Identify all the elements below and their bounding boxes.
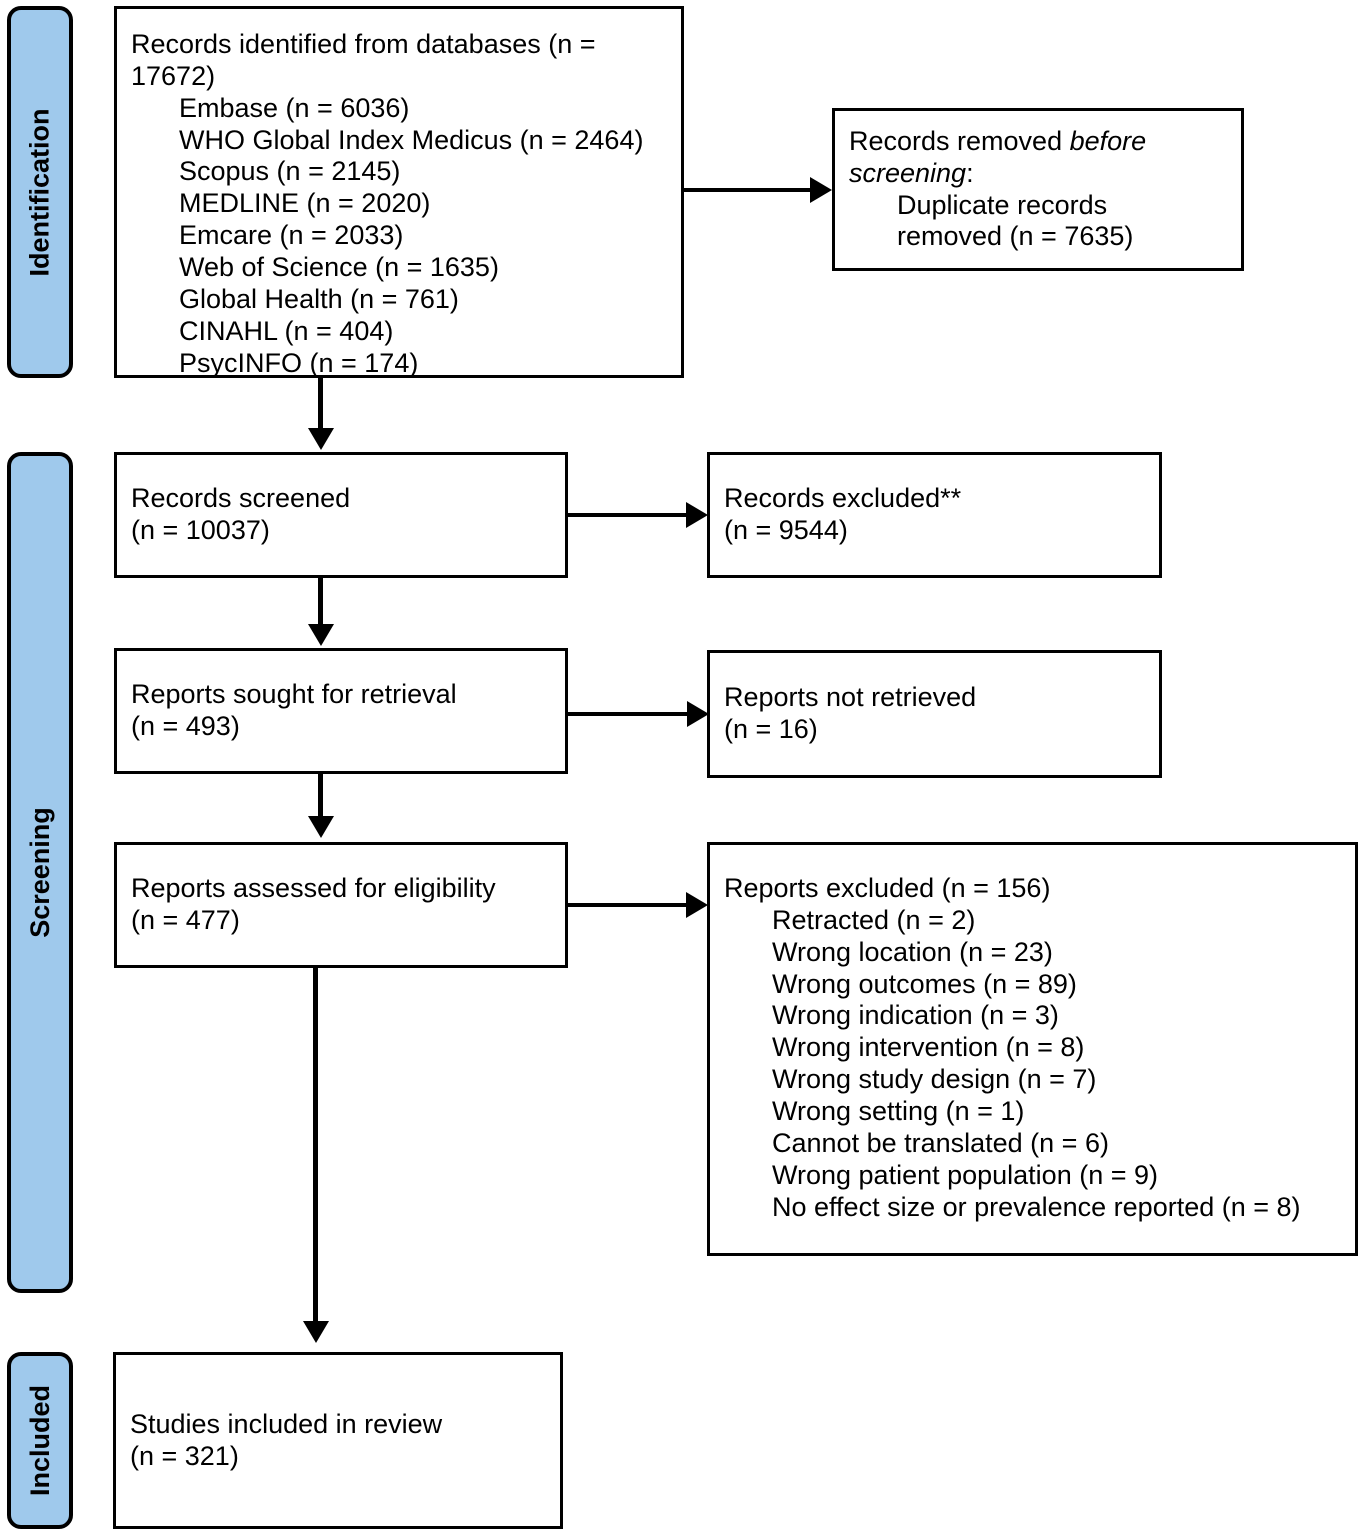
- duplicate-records-line2: removed (n = 7635): [897, 221, 1134, 252]
- stage-bar-identification: Identification: [7, 6, 73, 378]
- reason-no-effect-size-or-prevalence: No effect size or prevalence reported (n…: [772, 1191, 1301, 1222]
- reports-excluded-title: Reports excluded (n = 156): [724, 873, 1051, 903]
- reports-excluded-text: Reports excluded (n = 156) Retracted (n …: [724, 873, 1341, 1223]
- records-identified-title: Records identified from databases (n =: [131, 29, 596, 59]
- records-removed-line2-plain: :: [966, 157, 974, 188]
- records-screened-line2: (n = 10037): [131, 515, 270, 545]
- records-screened-line1: Records screened: [131, 483, 351, 514]
- stage-label-screening: Screening: [24, 807, 55, 938]
- box-studies-included-in-review: Studies included in review (n = 321): [113, 1352, 563, 1529]
- box-records-identified: Records identified from databases (n = 1…: [114, 6, 684, 378]
- arrowhead-sought-to-assessed: [308, 816, 334, 838]
- reports-not-retrieved-line1: Reports not retrieved: [724, 682, 977, 713]
- studies-included-line2: (n = 321): [130, 1440, 239, 1471]
- reason-wrong-location: Wrong location (n = 23): [772, 936, 1053, 967]
- reports-sought-line1: Reports sought for retrieval: [131, 679, 457, 710]
- arrowhead-sought-to-not-retrieved: [687, 701, 709, 727]
- arrowhead-assessed-to-reports-excluded: [686, 892, 708, 918]
- reason-wrong-indication: Wrong indication (n = 3): [772, 1000, 1059, 1031]
- connector-identified-to-removed: [684, 188, 811, 192]
- reason-wrong-patient-population: Wrong patient population (n = 9): [772, 1159, 1159, 1190]
- reason-wrong-study-design: Wrong study design (n = 7): [772, 1064, 1097, 1095]
- records-excluded-line2: (n = 9544): [724, 515, 848, 545]
- records-removed-line1-plain: Records removed: [849, 125, 1070, 156]
- box-records-removed-before-screening: Records removed before screening: Duplic…: [832, 108, 1244, 271]
- reports-assessed-line1: Reports assessed for eligibility: [131, 873, 496, 904]
- connector-screened-to-sought: [318, 578, 323, 626]
- source-cinahl: CINAHL (n = 404): [179, 315, 394, 346]
- records-screened-text: Records screened (n = 10037): [131, 483, 551, 547]
- arrowhead-screened-to-sought: [308, 624, 334, 646]
- records-identified-text: Records identified from databases (n = 1…: [131, 29, 667, 379]
- reason-wrong-intervention: Wrong intervention (n = 8): [772, 1032, 1085, 1063]
- connector-sought-to-not-retrieved: [568, 712, 689, 716]
- reports-not-retrieved-text: Reports not retrieved (n = 16): [724, 682, 1145, 746]
- reason-wrong-outcomes: Wrong outcomes (n = 89): [772, 968, 1077, 999]
- source-emcare: Emcare (n = 2033): [179, 220, 404, 251]
- reports-sought-line2: (n = 493): [131, 711, 240, 741]
- source-psycinfo: PsycINFO (n = 174): [179, 347, 419, 378]
- records-removed-line1-italic: before: [1069, 125, 1147, 156]
- reports-sought-text: Reports sought for retrieval (n = 493): [131, 679, 551, 743]
- records-removed-line1: Records removed before: [849, 126, 1227, 158]
- records-identified-title-cont: 17672): [131, 60, 216, 91]
- box-reports-assessed-for-eligibility: Reports assessed for eligibility (n = 47…: [114, 842, 568, 968]
- reason-wrong-setting: Wrong setting (n = 1): [772, 1096, 1025, 1127]
- source-global-health: Global Health (n = 761): [179, 283, 459, 314]
- reason-retracted: Retracted (n = 2): [772, 904, 976, 935]
- records-removed-line2: screening:: [849, 158, 1227, 190]
- duplicate-records-line1: Duplicate records: [897, 189, 1108, 220]
- records-removed-line2-italic: screening: [849, 157, 967, 188]
- source-scopus: Scopus (n = 2145): [179, 156, 401, 187]
- studies-included-line1: Studies included in review: [130, 1408, 443, 1439]
- reports-assessed-text: Reports assessed for eligibility (n = 47…: [131, 873, 551, 937]
- arrowhead-screened-to-excluded: [686, 502, 708, 528]
- source-who-global-index-medicus: WHO Global Index Medicus (n = 2464): [179, 124, 644, 155]
- box-records-excluded: Records excluded** (n = 9544): [707, 452, 1162, 578]
- connector-assessed-to-included: [313, 968, 318, 1323]
- reason-cannot-be-translated: Cannot be translated (n = 6): [772, 1127, 1109, 1158]
- studies-included-text: Studies included in review (n = 321): [130, 1409, 546, 1473]
- arrowhead-identified-to-removed: [810, 177, 832, 203]
- records-excluded-line1: Records excluded**: [724, 483, 962, 514]
- source-medline: MEDLINE (n = 2020): [179, 188, 431, 219]
- connector-screened-to-excluded: [568, 513, 688, 517]
- stage-label-included: Included: [24, 1384, 55, 1497]
- arrowhead-identified-to-screened: [308, 428, 334, 450]
- arrowhead-assessed-to-included: [303, 1321, 329, 1343]
- reports-not-retrieved-line2: (n = 16): [724, 714, 818, 744]
- connector-assessed-to-reports-excluded: [568, 903, 688, 907]
- source-web-of-science: Web of Science (n = 1635): [179, 252, 499, 283]
- box-reports-not-retrieved: Reports not retrieved (n = 16): [707, 650, 1162, 778]
- box-reports-sought-for-retrieval: Reports sought for retrieval (n = 493): [114, 648, 568, 774]
- connector-identified-to-screened: [318, 378, 323, 430]
- stage-bar-screening: Screening: [7, 452, 73, 1293]
- records-removed-text: Records removed before screening: Duplic…: [849, 126, 1227, 253]
- source-embase: Embase (n = 6036): [179, 92, 410, 123]
- records-excluded-text: Records excluded** (n = 9544): [724, 483, 1145, 547]
- box-records-screened: Records screened (n = 10037): [114, 452, 568, 578]
- reports-assessed-line2: (n = 477): [131, 905, 240, 935]
- stage-bar-included: Included: [7, 1352, 73, 1529]
- stage-label-identification: Identification: [24, 108, 55, 276]
- connector-sought-to-assessed: [318, 774, 323, 818]
- box-reports-excluded: Reports excluded (n = 156) Retracted (n …: [707, 842, 1358, 1256]
